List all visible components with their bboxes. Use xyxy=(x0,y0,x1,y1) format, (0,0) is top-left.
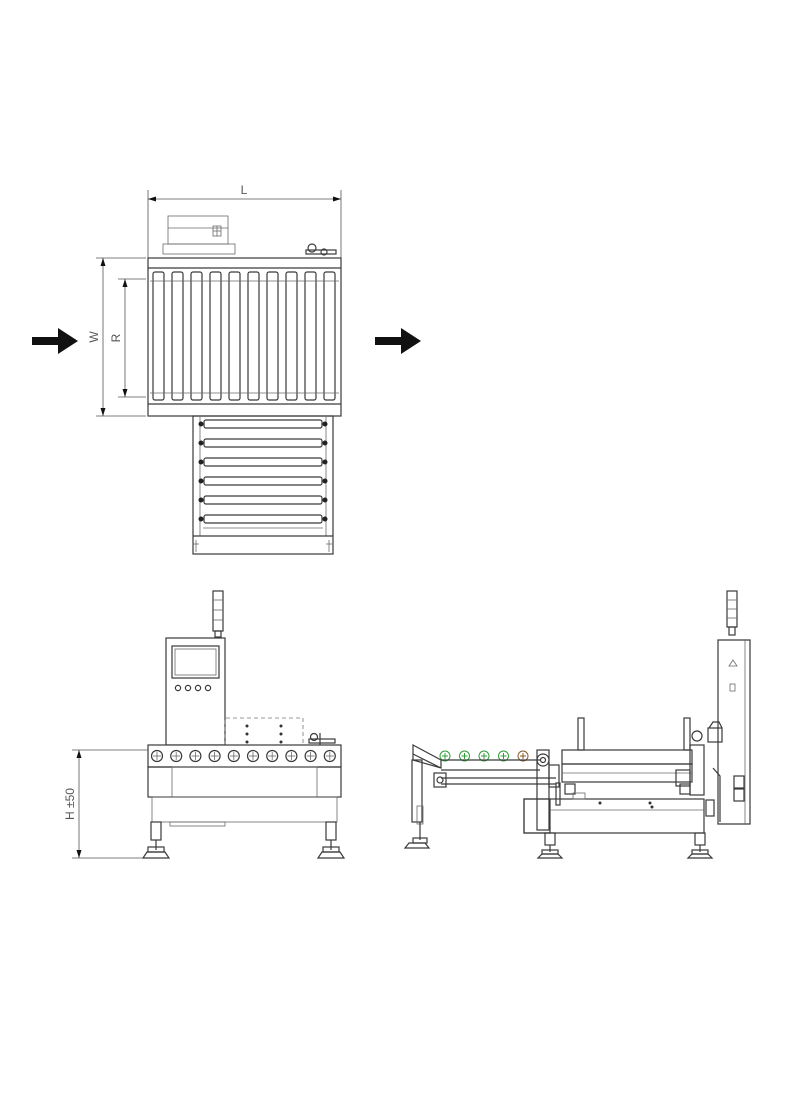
signal-tower xyxy=(212,590,224,638)
roller-bearing xyxy=(198,516,204,522)
roller-end xyxy=(323,749,336,763)
reject-roller xyxy=(203,514,323,524)
roller-end xyxy=(304,749,317,763)
front-view: H ±50 xyxy=(63,590,346,859)
dimension-h: H ±50 xyxy=(63,749,148,859)
side-rollers xyxy=(439,750,529,762)
top-view: L W R xyxy=(32,183,421,555)
conveyor-roller xyxy=(171,271,184,401)
dimension-label-width: W xyxy=(87,331,101,343)
roller-bearing xyxy=(322,478,328,484)
side-cabinet xyxy=(705,590,751,825)
side-main-body xyxy=(523,717,705,834)
roller-bearing xyxy=(198,497,204,503)
adjust-handle xyxy=(308,732,336,745)
conveyor-roller xyxy=(228,271,241,401)
dimension-label-roller-width: R xyxy=(109,333,123,342)
roller-end xyxy=(285,749,298,763)
weigh-hood xyxy=(224,717,304,745)
reject-roller xyxy=(203,457,323,467)
control-button xyxy=(184,684,192,692)
weigh-frame xyxy=(147,257,342,417)
infeed-roller xyxy=(478,750,490,762)
infeed-roller xyxy=(439,750,451,762)
infeed-roller xyxy=(517,750,529,762)
roller-bearing xyxy=(322,421,328,427)
dimension-label-length: L xyxy=(241,183,248,197)
roller-bearing xyxy=(198,440,204,446)
arrow-right-icon xyxy=(32,328,78,354)
roller-bearing xyxy=(322,440,328,446)
reject-frame xyxy=(192,415,334,555)
roller-end xyxy=(150,749,164,763)
conveyor-roller xyxy=(266,271,279,401)
weigh-rollers xyxy=(150,271,339,401)
control-cabinet-top xyxy=(162,215,236,255)
touch-screen xyxy=(171,645,220,679)
infeed-roller xyxy=(498,750,509,762)
roller-bearing xyxy=(198,478,204,484)
conveyor-roller xyxy=(190,271,203,401)
front-legs xyxy=(141,821,346,859)
infeed-frame xyxy=(403,743,442,849)
dimension-r: R xyxy=(109,278,146,398)
arrow-right-icon xyxy=(375,328,421,354)
reject-roller xyxy=(203,476,323,486)
dimension-l: L xyxy=(147,183,342,258)
conveyor-roller xyxy=(304,271,317,401)
side-legs xyxy=(536,832,714,859)
base-frame xyxy=(147,766,342,827)
hmi-cabinet xyxy=(165,637,226,746)
roller-bearing xyxy=(322,459,328,465)
reject-roller xyxy=(203,419,323,429)
infeed-roller xyxy=(459,750,470,762)
control-button xyxy=(204,684,212,692)
roller-bearing xyxy=(198,459,204,465)
roller-bearing xyxy=(198,421,204,427)
roller-end xyxy=(246,749,260,763)
reject-rollers xyxy=(198,419,328,524)
roller-end xyxy=(208,749,221,763)
dimension-w: W xyxy=(87,257,146,417)
roller-end xyxy=(227,749,240,763)
side-view xyxy=(403,590,751,859)
reject-feet xyxy=(193,540,332,552)
dimension-label-height: H ±50 xyxy=(63,788,77,820)
front-rollers xyxy=(150,749,336,763)
conveyor-roller xyxy=(323,271,336,401)
conveyor-roller xyxy=(247,271,260,401)
roller-end xyxy=(189,749,202,763)
roller-end xyxy=(170,749,183,763)
conveyor-roller xyxy=(209,271,222,401)
roller-bearing xyxy=(322,516,328,522)
infeed-conveyor xyxy=(433,753,556,788)
conveyor-roller xyxy=(285,271,298,401)
reject-roller xyxy=(203,438,323,448)
roller-end xyxy=(266,749,279,763)
control-button xyxy=(174,684,182,692)
roller-bearing xyxy=(322,497,328,503)
adjust-handle xyxy=(305,243,337,256)
reject-post xyxy=(577,717,585,751)
reject-roller xyxy=(203,495,323,505)
control-button xyxy=(194,684,202,692)
conveyor-roller xyxy=(152,271,165,401)
